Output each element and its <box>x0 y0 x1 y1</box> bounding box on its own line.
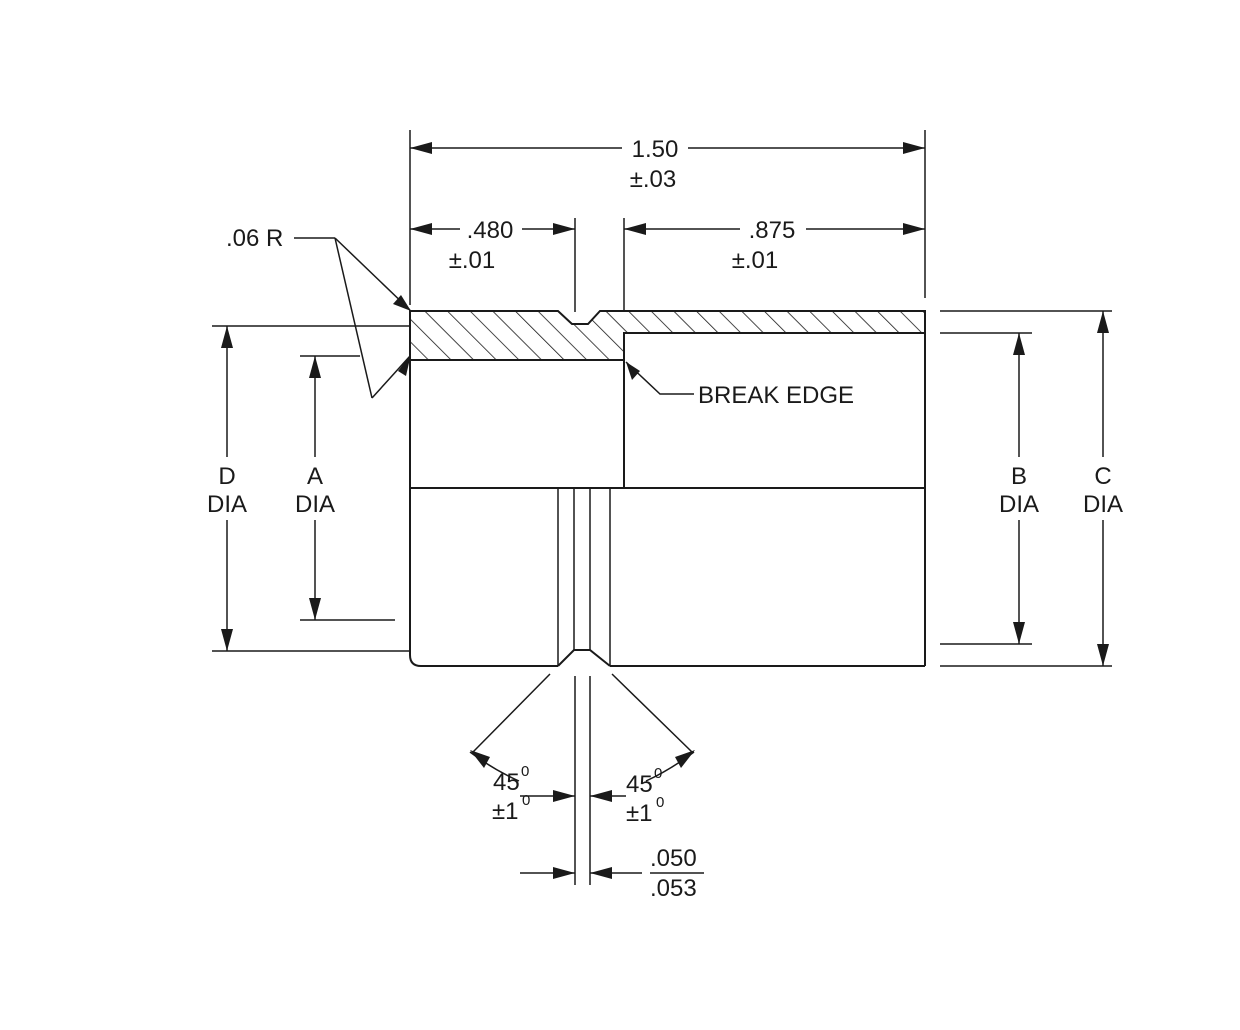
angle-left-tolerance: ±1 <box>492 798 519 825</box>
angle-left-tol-degree: 0 <box>522 792 530 809</box>
dimension-b-dia: B DIA <box>999 333 1039 644</box>
dimension-c-dia: C DIA <box>1083 311 1123 666</box>
dimension-overall-length: 1.50 ±.03 <box>410 136 925 193</box>
angle-left-value: 45 <box>493 769 520 796</box>
right-length-tolerance: ±.01 <box>732 247 779 274</box>
overall-length-value: 1.50 <box>632 136 679 163</box>
a-dia-letter: A <box>307 463 323 490</box>
part-body <box>409 311 926 667</box>
right-length-value: .875 <box>749 217 796 244</box>
dimension-left-length: .480 ±.01 <box>410 217 575 274</box>
dimension-a-dia: A DIA <box>295 356 335 620</box>
break-edge-note: BREAK EDGE <box>625 361 854 409</box>
radius-callout: .06 R <box>226 225 411 399</box>
b-dia-suffix: DIA <box>999 491 1039 518</box>
d-dia-letter: D <box>218 463 235 490</box>
angle-left-degree: 0 <box>521 763 529 780</box>
left-length-tolerance: ±.01 <box>449 247 496 274</box>
dimension-d-dia: D DIA <box>207 326 247 651</box>
groove-width-min: .053 <box>650 875 697 902</box>
angle-right-value: 45 <box>626 771 653 798</box>
b-dia-letter: B <box>1011 463 1027 490</box>
break-edge-label: BREAK EDGE <box>698 382 854 409</box>
a-dia-suffix: DIA <box>295 491 335 518</box>
overall-length-tolerance: ±.03 <box>630 166 677 193</box>
d-dia-suffix: DIA <box>207 491 247 518</box>
groove-width-max: .050 <box>650 845 697 872</box>
angle-right-tolerance: ±1 <box>626 800 653 827</box>
angle-left: 45 0 ±1 0 <box>469 673 575 825</box>
angle-right: 45 0 ±1 0 <box>590 673 695 827</box>
c-dia-suffix: DIA <box>1083 491 1123 518</box>
angle-right-tol-degree: 0 <box>656 794 664 811</box>
left-length-value: .480 <box>467 217 514 244</box>
c-dia-letter: C <box>1094 463 1111 490</box>
hatched-section <box>409 310 926 361</box>
extension-lines <box>212 130 1112 885</box>
angle-right-degree: 0 <box>654 765 662 782</box>
radius-label: .06 R <box>226 225 283 252</box>
dimension-groove-width: .050 .053 <box>520 845 704 902</box>
dimension-right-length: .875 ±.01 <box>624 217 925 274</box>
